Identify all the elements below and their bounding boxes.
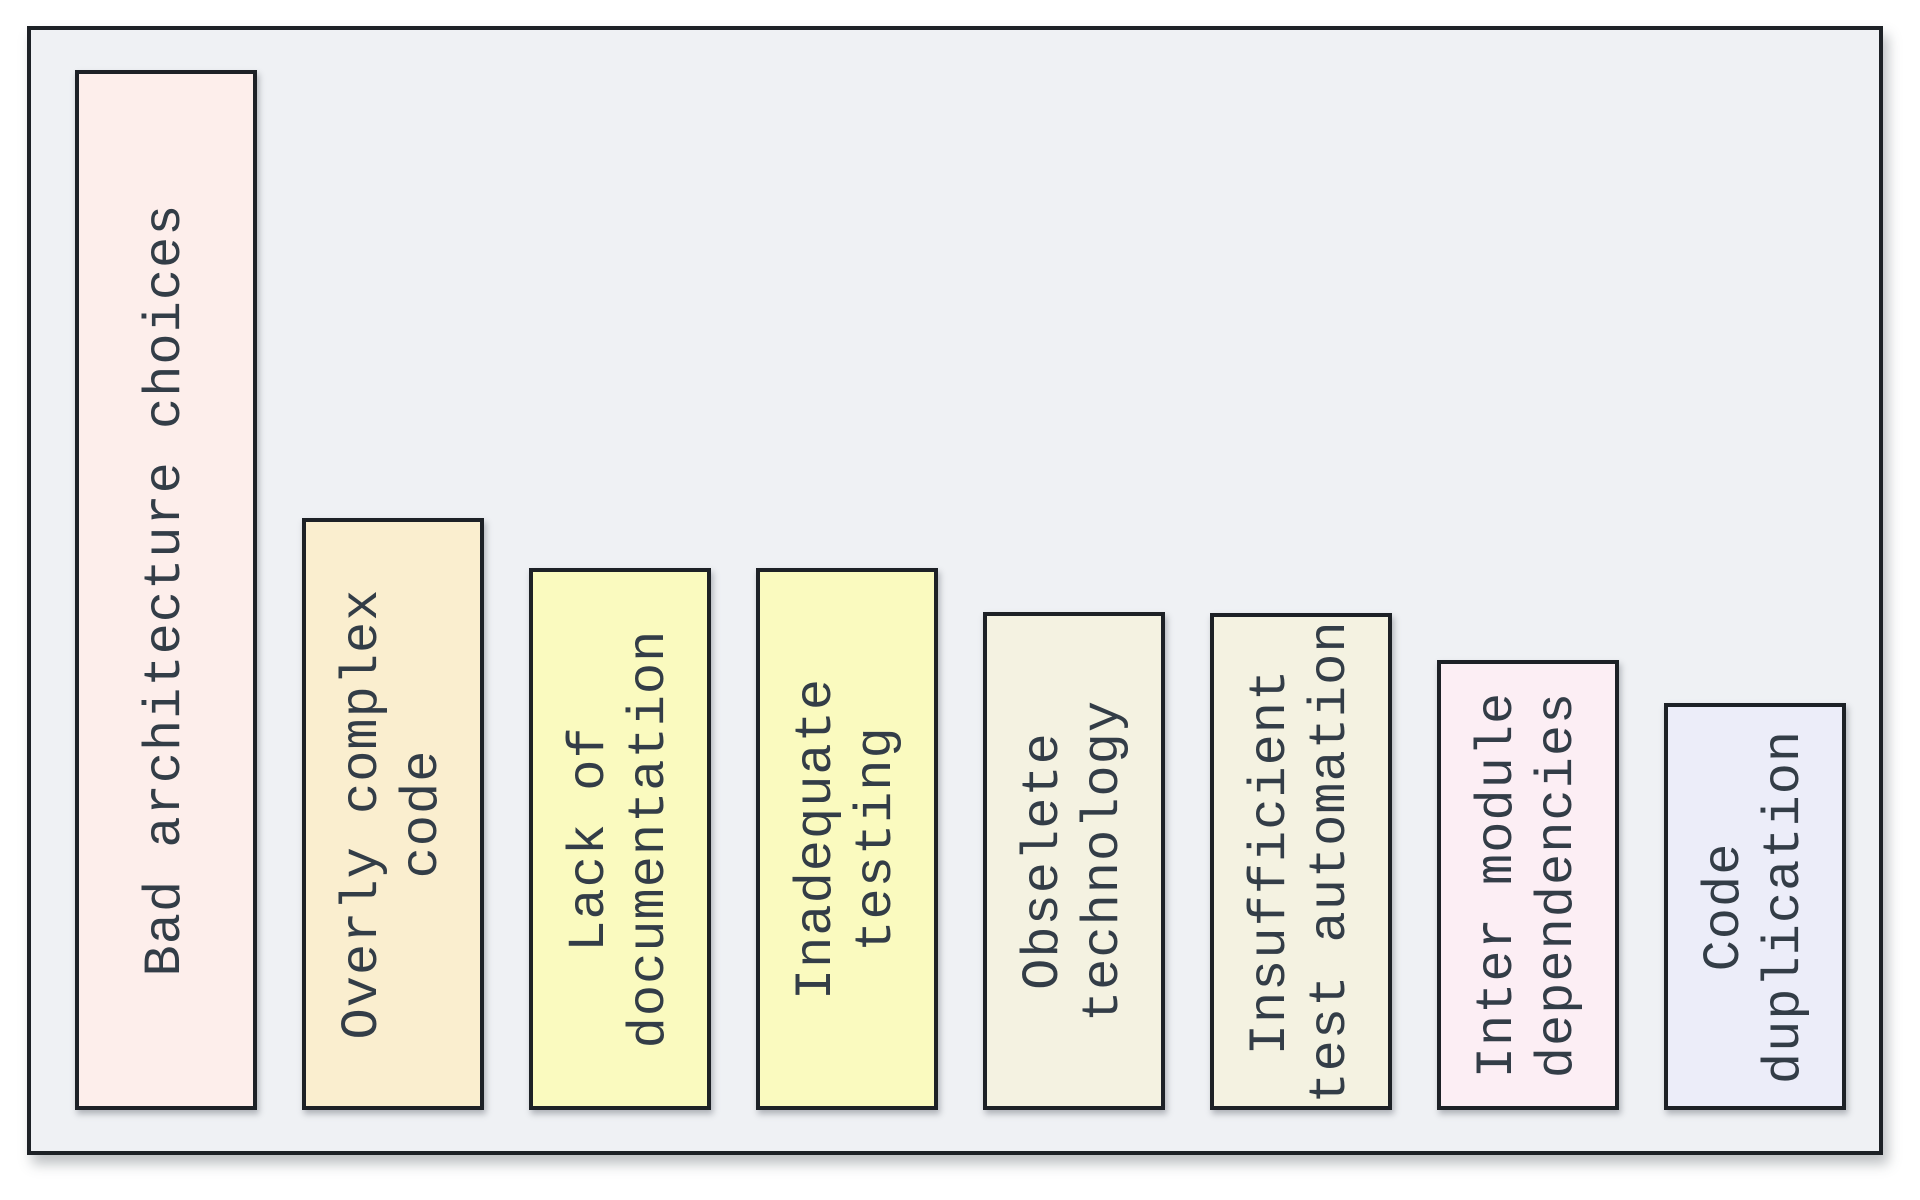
bar-label-obselete-technology: Obselete technology xyxy=(1014,699,1133,1023)
bar-obselete-technology: Obselete technology xyxy=(983,612,1165,1110)
bar-insufficient-test-automation: Insufficient test automation xyxy=(1210,613,1392,1110)
bar-inadequate-testing: Inadequate testing xyxy=(756,568,938,1110)
bar-label-overly-complex-code: Overly complex code xyxy=(333,588,452,1040)
bar-inter-module-dependencies: Inter module dependencies xyxy=(1437,660,1619,1110)
bar-label-bad-architecture-choices: Bad architecture choices xyxy=(136,203,196,977)
chart-frame: Bad architecture choices Overly complex c… xyxy=(27,26,1883,1155)
bar-label-lack-of-documentation: Lack of documentation xyxy=(560,629,679,1049)
bar-code-duplication: Code duplication xyxy=(1664,703,1846,1110)
bar-label-inadequate-testing: Inadequate testing xyxy=(787,677,906,1001)
bar-bad-architecture-choices: Bad architecture choices xyxy=(75,70,257,1110)
bar-chart: Bad architecture choices Overly complex c… xyxy=(31,30,1879,1151)
bar-label-code-duplication: Code duplication xyxy=(1695,729,1814,1084)
bar-overly-complex-code: Overly complex code xyxy=(302,518,484,1110)
bar-label-inter-module-dependencies: Inter module dependencies xyxy=(1468,691,1587,1079)
bar-label-insufficient-test-automation: Insufficient test automation xyxy=(1241,619,1360,1104)
bar-lack-of-documentation: Lack of documentation xyxy=(529,568,711,1110)
